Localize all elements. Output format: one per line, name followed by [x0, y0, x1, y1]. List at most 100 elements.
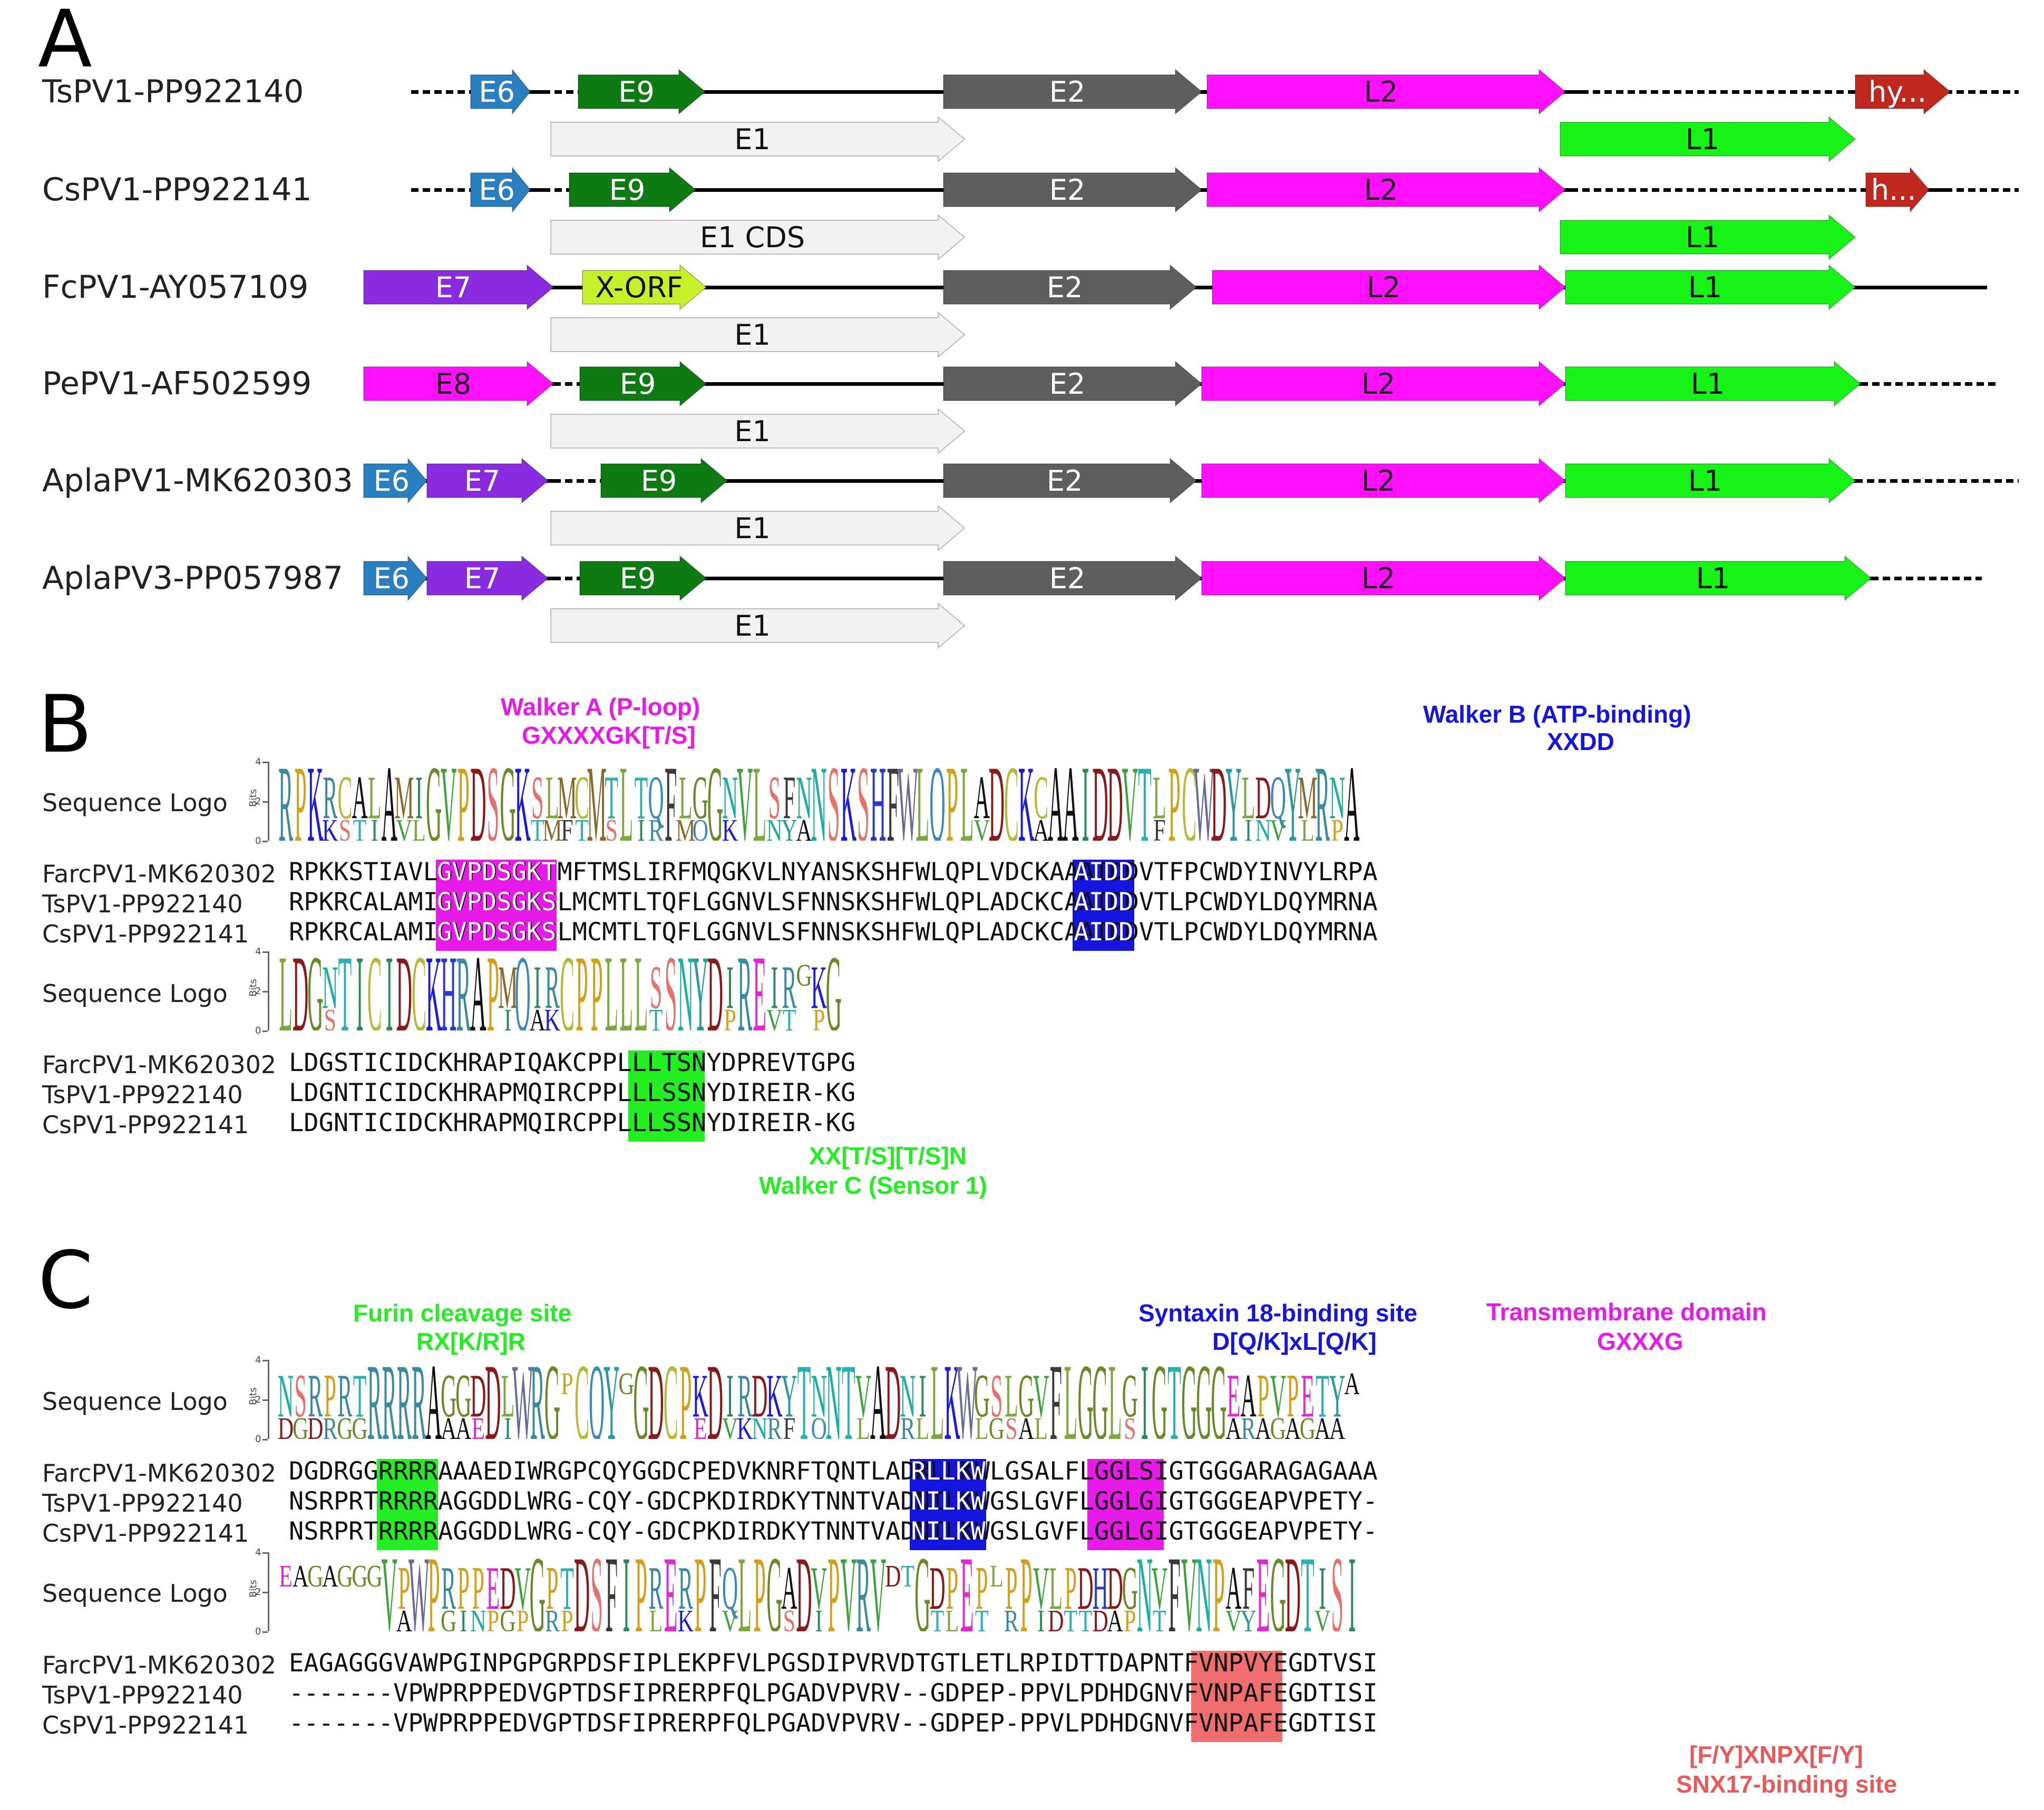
logo-letter: L — [1301, 813, 1315, 841]
logo-letter: L — [279, 951, 293, 1030]
gene-arrow-e2: E2 — [943, 360, 1203, 407]
logo-letter: P — [1213, 1552, 1225, 1631]
logo-y-axis — [268, 1360, 269, 1439]
sequence-row: LDGNTICIDCKHRAPMQIRCPPLLLSSNYDIREIR-KG — [289, 1078, 856, 1107]
logo-letter: C — [1034, 764, 1048, 833]
gene-label: E1 — [734, 609, 771, 643]
logo-letter: Y — [781, 1362, 797, 1431]
logo-letter: L — [368, 764, 382, 833]
logo-letter: A — [1255, 1412, 1271, 1439]
logo-letter: L — [1108, 1360, 1122, 1439]
logo-letter: A — [796, 813, 812, 841]
gene-arrow-path — [1212, 264, 1566, 311]
logo-letter: R — [649, 813, 664, 841]
logo-axis-tick-label: 2 — [255, 1587, 261, 1598]
logo-letter: R — [382, 1360, 397, 1439]
gene-label: E9 — [640, 464, 677, 498]
logo-letter: L — [635, 951, 648, 1030]
gene-arrow-shape — [363, 360, 554, 407]
logo-letter: A — [441, 1412, 456, 1439]
furin-motif: RX[K/R]R — [416, 1328, 525, 1355]
logo-axis-tick — [262, 1439, 268, 1441]
logo-letter: S — [783, 1604, 795, 1631]
sequence-row: LDGNTICIDCKHRAPMQIRCPPLLLSSNYDIREIR-KG — [289, 1108, 856, 1137]
logo-letter: G — [707, 762, 723, 841]
logo-letter: L — [1153, 764, 1166, 833]
logo-y-axis — [268, 1552, 269, 1631]
gene-arrow-shape — [1565, 457, 1856, 504]
logo-letter: S — [590, 1552, 602, 1631]
logo-letter: T — [1301, 1552, 1315, 1631]
gene-arrow-e6: E6 — [363, 457, 428, 504]
logo-letter: R — [782, 953, 796, 1023]
logo-letter: D — [885, 1360, 901, 1439]
logo-letter: K — [811, 953, 826, 1023]
gene-arrow-e9: E9 — [579, 360, 707, 407]
logo-letter: S — [650, 953, 662, 1023]
logo-letter: G — [293, 1412, 308, 1439]
logo-letter: F — [606, 1552, 618, 1631]
genome-dashed-segment — [543, 188, 569, 192]
logo-letter: I — [356, 951, 364, 1030]
gene-label: E6 — [373, 464, 410, 498]
logo-letter: P — [976, 1554, 988, 1623]
logo-letter: P — [472, 1554, 484, 1623]
logo-letter: R — [1315, 762, 1330, 841]
logo-axis-tick — [262, 1360, 268, 1361]
motif-highlight — [436, 860, 557, 951]
highlighted-residues: AIDD — [1074, 918, 1134, 947]
logo-letter: L — [753, 762, 766, 841]
gene-arrow-path — [1201, 554, 1566, 602]
logo-letter: R — [545, 1604, 560, 1631]
logo-letter: P — [1287, 1362, 1299, 1431]
gene-arrow-path — [1865, 166, 1930, 213]
logo-bits-label: Bits — [247, 1580, 259, 1598]
gene-arrow-e8: E8 — [363, 360, 554, 407]
logo-letter: M — [498, 953, 518, 1023]
logo-letter: C — [560, 951, 575, 1030]
logo-letter: T — [842, 1360, 855, 1439]
logo-letter: G — [337, 1412, 353, 1439]
logo-letter: R — [323, 764, 337, 833]
logo-letter: A — [1344, 1367, 1359, 1402]
gene-label: X-ORF — [595, 270, 683, 304]
logo-letter: N — [1255, 813, 1271, 841]
logo-letter: V — [1152, 1554, 1167, 1623]
gene-label: L2 — [1366, 270, 1401, 304]
panel-b-letter: B — [38, 679, 92, 771]
genome-name: TsPV1-PP922140 — [42, 73, 304, 110]
logo-axis-tick — [262, 991, 268, 992]
logo-letter: G — [796, 958, 812, 993]
logo-letter: Q — [514, 951, 530, 1030]
logo-axis-tick-label: 4 — [255, 756, 261, 767]
logo-letter: T — [531, 813, 544, 841]
logo-letter: G — [500, 1604, 515, 1631]
gene-arrow-shape — [1560, 115, 1856, 163]
gene-label: L2 — [1364, 173, 1398, 207]
gene-label: E2 — [1049, 561, 1086, 595]
logo-letter: D — [1077, 1554, 1093, 1623]
logo-letter: N — [811, 1362, 826, 1431]
logo-letter: L — [960, 762, 974, 841]
logo-letter: H — [1092, 1554, 1108, 1623]
logo-letter: A — [1315, 1412, 1330, 1439]
logo-letter: M — [394, 764, 414, 833]
logo-letter: G — [352, 1412, 367, 1439]
logo-letter: L — [1064, 1360, 1078, 1439]
genome-dashed-segment — [1871, 577, 1982, 580]
logo-letter: S — [606, 813, 618, 841]
logo-letter: K — [722, 813, 738, 841]
gene-arrow-h: h... — [1865, 166, 1930, 213]
logo-letter: F — [709, 1552, 721, 1631]
logo-letter: C — [337, 764, 352, 833]
logo-bits-label: Bits — [247, 789, 259, 807]
logo-letter: I — [460, 1604, 467, 1631]
logo-letter: C — [575, 1360, 589, 1439]
logo-letter: D — [648, 1360, 664, 1439]
logo-label-b1: Sequence Logo — [42, 789, 228, 817]
logo-letter: G — [426, 762, 442, 841]
highlighted-residues: NILKW — [911, 1487, 986, 1516]
